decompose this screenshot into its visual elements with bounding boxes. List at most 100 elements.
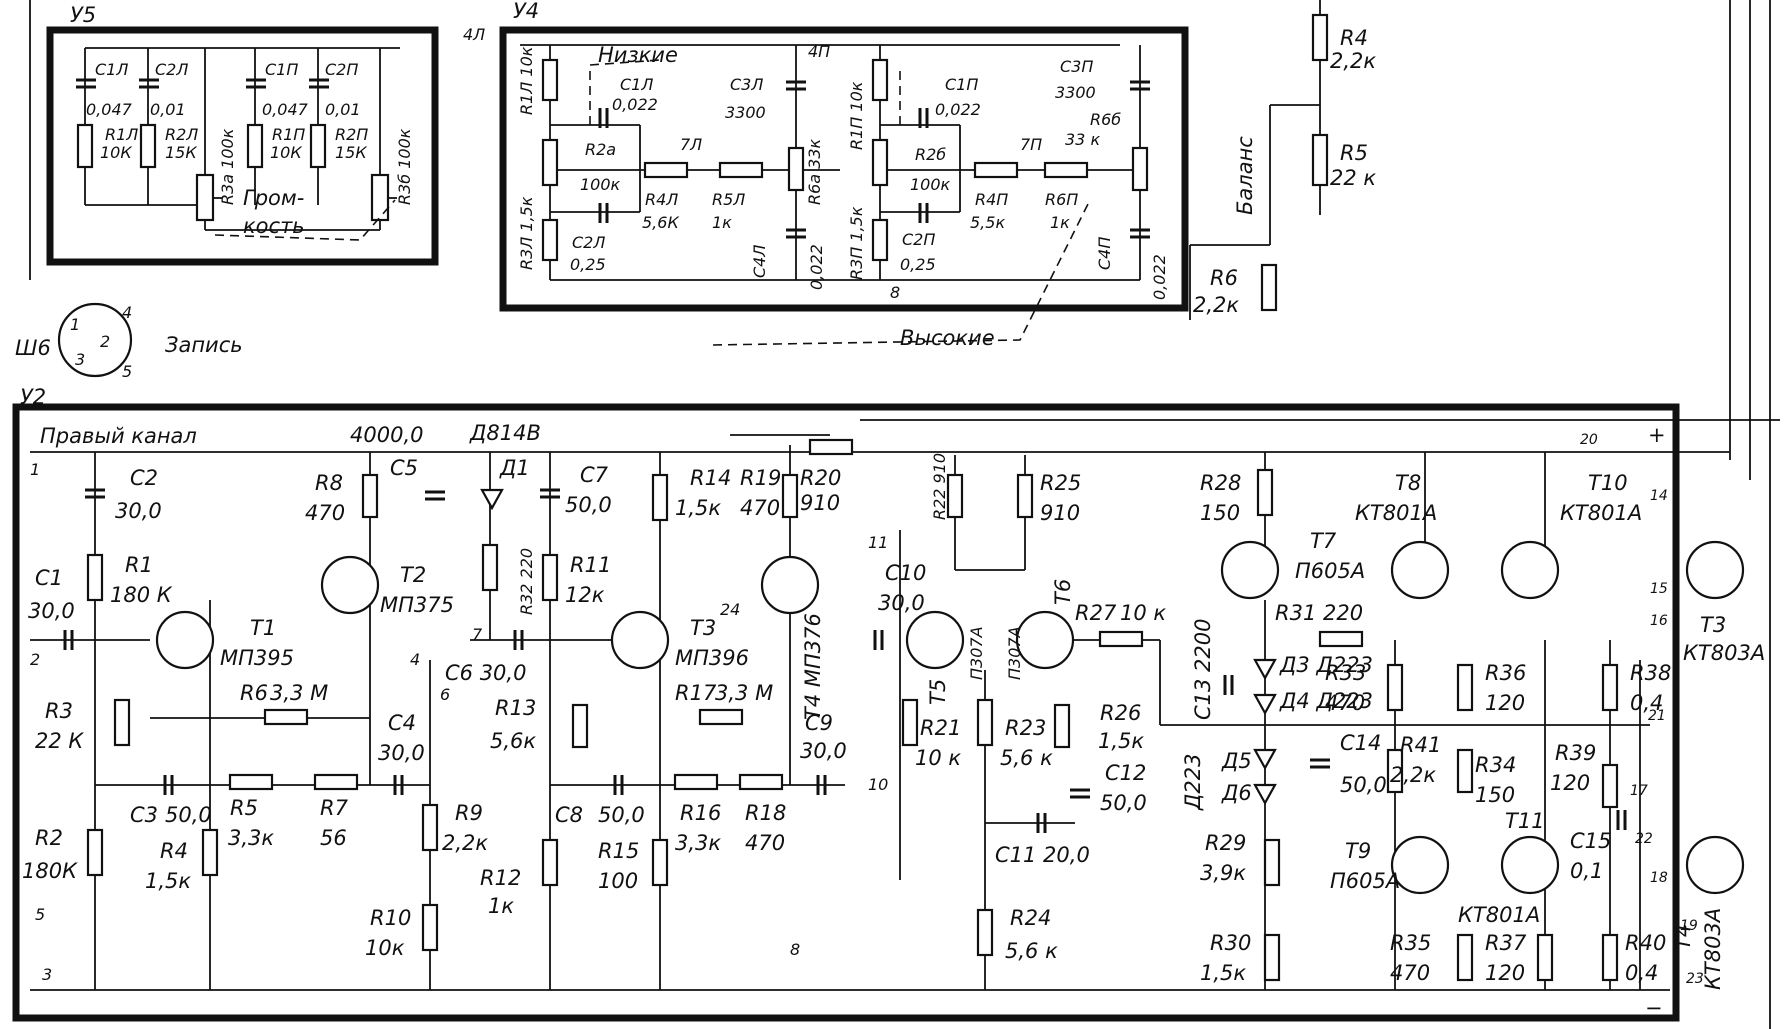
r34: R34 [1475,753,1516,777]
pin-2: 2 [30,650,40,669]
c14-val: 50,0 [1340,773,1387,797]
r13-val: 5,6к [490,729,536,753]
r27: R27 [1075,601,1117,625]
t11: Т11 [1505,809,1545,833]
r41-val: 2,2к [1390,763,1436,787]
r15-val: 100 [598,869,638,893]
t4-output: Т4 [1671,924,1695,950]
u5-r3a: R3а 100к [218,128,237,205]
r12: R12 [480,866,521,890]
r17: R17 [675,681,717,705]
r20-val: 910 [800,491,840,515]
u4-c4p: С4П [1095,237,1114,270]
d3: Д3 Д223 [1279,653,1373,677]
d1: Д1 [499,456,530,480]
c6: С6 30,0 [445,661,526,685]
r26: R26 [1100,701,1141,725]
u5-r1l: R1Л [105,125,138,144]
t11-type: КТ801А [1458,903,1540,927]
r25-upper: R25 [1040,471,1081,495]
block-u4-outline [499,26,1189,312]
u4-c3l-val: 3300 [725,103,766,122]
u4-c1p-val: 0,022 [935,100,981,119]
r19: R19 [740,466,781,490]
connector-pin-1: 1 [70,315,80,334]
u4-r4l-val: 5,6К [642,213,679,232]
r1-val: 180 К [110,583,173,607]
r6-val: 3,3 М [270,681,328,705]
pin-20: 20 [1580,432,1598,448]
c4-val: 30,0 [378,741,425,765]
u5-r1p: R1П [272,125,305,144]
u5-r1l-val: 10К [100,143,132,162]
t4-output-type: КТ803А [1701,908,1725,990]
u4-r6p: R6П [1045,190,1078,209]
u5-r3b: R3б 100к [395,128,414,205]
u5-r2p-val: 15К [335,143,367,162]
t2: Т2 [400,563,426,587]
u4-c4l-val: 0,022 [807,244,826,290]
r41: R41 [1400,733,1441,757]
pin-15: 15 [1650,581,1668,597]
connector-pin-5: 5 [122,362,132,381]
r32: R32 220 [517,548,536,615]
r28-val: 150 [1200,501,1240,525]
d223-v: Д223 [1181,754,1205,812]
node-11: 11 [868,533,888,552]
u4-c4p-val: 0,022 [1150,254,1169,300]
c8-val: 50,0 [598,803,645,827]
r22: R22 910 [930,453,949,520]
c10: С10 [885,561,926,585]
node-6: 6 [440,685,450,704]
t4-mp376: Т4 МП376 [801,613,825,720]
u5-r2l-val: 15К [165,143,197,162]
external-r6: R6 [1210,266,1238,290]
t8-type: КТ801А [1355,501,1437,525]
r28: R28 [1200,471,1241,495]
node-7: 7 [472,625,483,644]
c1-val: 30,0 [28,599,75,623]
r16: R16 [680,801,721,825]
r20: R20 [800,466,841,490]
c13: С13 2200 [1191,618,1215,720]
u5-r1p-val: 10К [270,143,302,162]
pin-22: 22 [1635,831,1653,847]
u4-c2p-val: 0,25 [900,255,936,274]
c5: С5 [390,456,418,480]
r24: R24 [1010,906,1051,930]
r38-val: 0,4 [1630,691,1663,715]
c9-val: 30,0 [800,739,847,763]
pin-19: 19 [1680,918,1698,934]
block-u5-label: У5 [70,3,96,27]
r18: R18 [745,801,786,825]
t6: Т6 [1051,579,1075,605]
d4: Д4 Д223 [1279,689,1373,713]
u5-c2l: С2Л [155,60,188,79]
u4-r5l: R5Л [712,190,745,209]
supply-plus: + [1648,423,1666,447]
u4-r4p-val: 5,5к [970,213,1005,232]
low-tone-label: Низкие [598,43,678,67]
r30-val: 1,5к [1200,961,1246,985]
r36: R36 [1485,661,1526,685]
c7-val: 50,0 [565,493,612,517]
t7: Т7 [1310,529,1337,553]
u4-r2a: R2а [585,140,616,159]
t1: Т1 [250,616,276,640]
u5-c1p-val: 0,047 [262,100,309,119]
r38: R38 [1630,661,1671,685]
u4-r3p: R3П 1,5к [847,206,866,280]
c12-val: 50,0 [1100,791,1147,815]
u5-c2p-val: 0,01 [325,100,361,119]
u4-r6b-val: 33 к [1065,130,1100,149]
r5: R5 [230,796,258,820]
d6: Д6 [1221,781,1252,805]
r30: R30 [1210,931,1251,955]
pin-17: 17 [1630,783,1648,799]
r6: R6 [240,681,268,705]
r33: R33 [1325,661,1366,685]
t9: Т9 [1345,839,1371,863]
r23: R23 [1005,716,1046,740]
t3-transistor: Т3 [690,616,716,640]
r34-val: 150 [1475,783,1515,807]
